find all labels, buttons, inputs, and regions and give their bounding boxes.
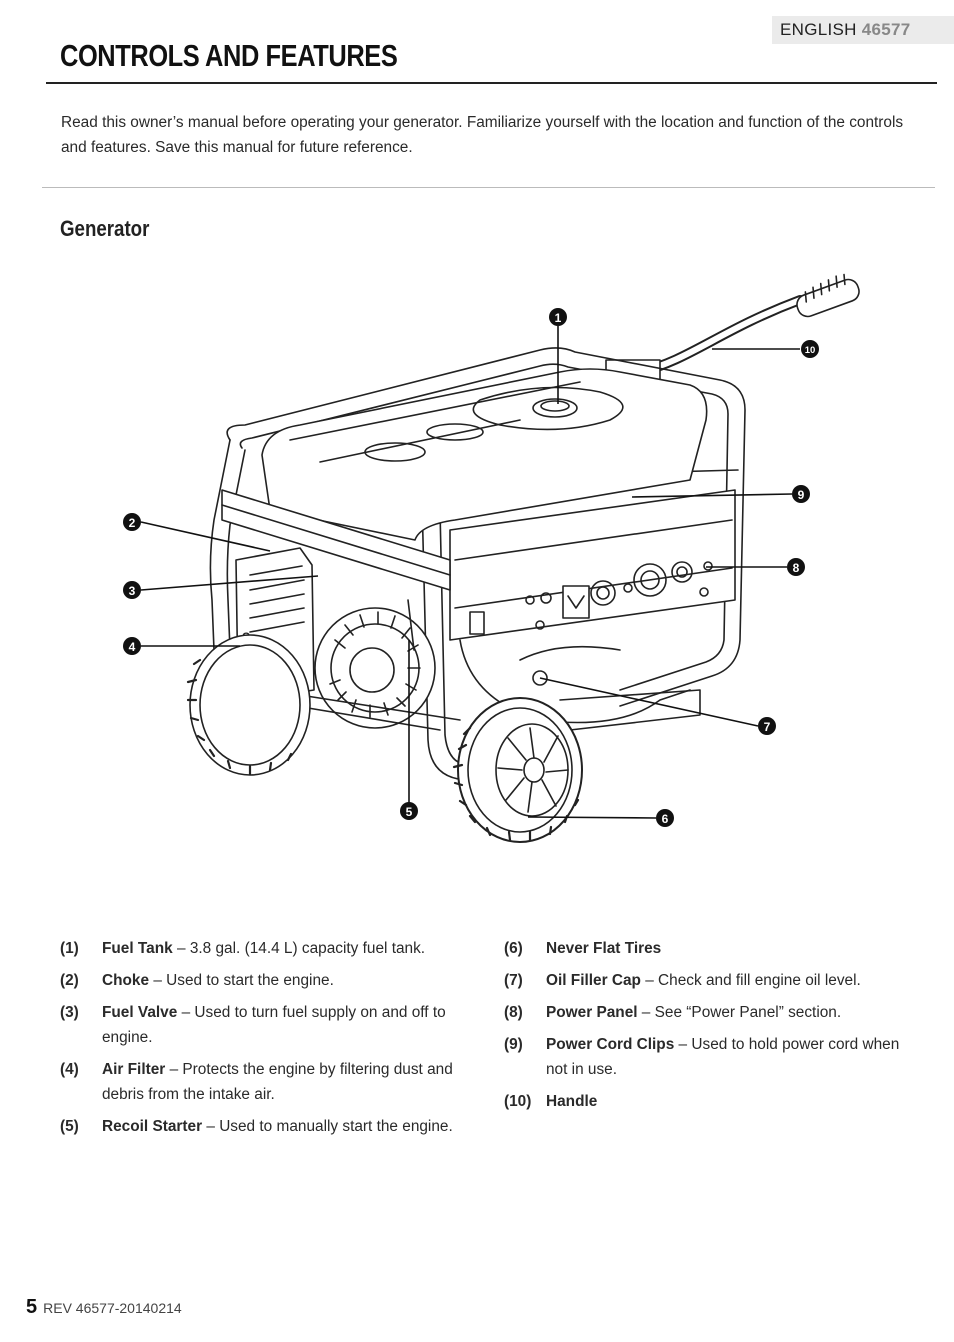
page-title: CONTROLS AND FEATURES	[60, 38, 398, 73]
features-list-right: (6) Never Flat Tires (7) Oil Filler Cap – …	[504, 936, 924, 1121]
callout-9: 9	[792, 485, 810, 503]
title-rule	[46, 82, 937, 84]
item-term: Fuel Valve	[102, 1004, 178, 1021]
item-term: Power Panel	[546, 1004, 638, 1021]
item-number: (2)	[60, 972, 79, 989]
item-desc: – See “Power Panel” section.	[637, 1004, 842, 1021]
callout-label: 4	[129, 640, 136, 654]
callout-label: 7	[764, 720, 771, 734]
callout-label: 1	[555, 311, 562, 325]
item-desc: – Used to manually start the engine.	[202, 1118, 453, 1135]
item-number: (8)	[504, 1004, 523, 1021]
revision-code: REV 46577-20140214	[43, 1300, 182, 1316]
callout-8: 8	[787, 558, 805, 576]
callout-label: 8	[793, 561, 800, 575]
intro-paragraph: Read this owner’s manual before operatin…	[61, 114, 904, 156]
callout-5: 5	[400, 802, 418, 820]
item-number: (1)	[60, 940, 79, 957]
item-number: (5)	[60, 1118, 79, 1135]
item-number: (4)	[60, 1061, 79, 1078]
list-item: (9) Power Cord Clips – Used to hold power…	[504, 1032, 924, 1082]
generator-diagram: C E V	[123, 273, 860, 843]
callout-3: 3	[123, 581, 141, 599]
item-number: (7)	[504, 972, 523, 989]
item-term: Oil Filler Cap	[546, 972, 641, 989]
section-divider	[42, 187, 935, 188]
list-item: (7) Oil Filler Cap – Check and fill engin…	[504, 968, 924, 993]
item-term: Choke	[102, 972, 150, 989]
features-list-left: (1) Fuel Tank – 3.8 gal. (14.4 L) capacit…	[60, 936, 476, 1146]
list-item: (2) Choke – Used to start the engine.	[60, 968, 476, 993]
item-number: (10)	[504, 1093, 532, 1110]
callout-label: 5	[406, 805, 413, 819]
item-term: Fuel Tank	[102, 940, 173, 957]
item-desc: – Used to turn fuel supply on and off to…	[102, 1004, 446, 1046]
section-title: Generator	[60, 216, 150, 241]
page-footer: 5 REV 46577-20140214	[26, 1296, 182, 1319]
list-item: (8) Power Panel – See “Power Panel” secti…	[504, 1000, 924, 1025]
callout-7: 7	[758, 717, 776, 735]
callout-6: 6	[656, 809, 674, 827]
item-number: (3)	[60, 1004, 79, 1021]
language-label: ENGLISH	[780, 20, 857, 39]
page-number: 5	[26, 1296, 38, 1318]
callout-10: 10	[801, 340, 819, 358]
item-term: Never Flat Tires	[546, 940, 662, 957]
item-term: Air Filter	[102, 1061, 166, 1078]
item-term: Power Cord Clips	[546, 1036, 675, 1053]
callout-label: 2	[129, 516, 136, 530]
callout-label: 9	[798, 488, 805, 502]
list-item: (5) Recoil Starter – Used to manually sta…	[60, 1114, 476, 1139]
item-number: (6)	[504, 940, 523, 957]
callout-2: 2	[123, 513, 141, 531]
list-item: (6) Never Flat Tires	[504, 936, 924, 961]
item-desc: – Used to start the engine.	[149, 972, 334, 989]
list-item: (4) Air Filter – Protects the engine by f…	[60, 1057, 476, 1107]
callout-4: 4	[123, 637, 141, 655]
callout-label: 6	[662, 812, 669, 826]
list-item: (10) Handle	[504, 1089, 924, 1114]
item-desc: – Protects the engine by filtering dust …	[102, 1061, 453, 1103]
list-item: (3) Fuel Valve – Used to turn fuel supply…	[60, 1000, 476, 1050]
callout-1: 1	[549, 308, 567, 326]
item-term: Handle	[546, 1093, 598, 1110]
item-desc: – Check and fill engine oil level.	[640, 972, 861, 989]
list-item: (1) Fuel Tank – 3.8 gal. (14.4 L) capacit…	[60, 936, 476, 961]
item-number: (9)	[504, 1036, 523, 1053]
language-tab: ENGLISH 46577	[772, 16, 954, 44]
callout-label: 10	[805, 345, 816, 356]
item-desc: – Used to hold power cord when not in us…	[546, 1036, 900, 1078]
model-number: 46577	[861, 20, 911, 39]
item-desc: – 3.8 gal. (14.4 L) capacity fuel tank.	[172, 940, 426, 957]
callout-label: 3	[129, 584, 136, 598]
item-term: Recoil Starter	[102, 1118, 203, 1135]
